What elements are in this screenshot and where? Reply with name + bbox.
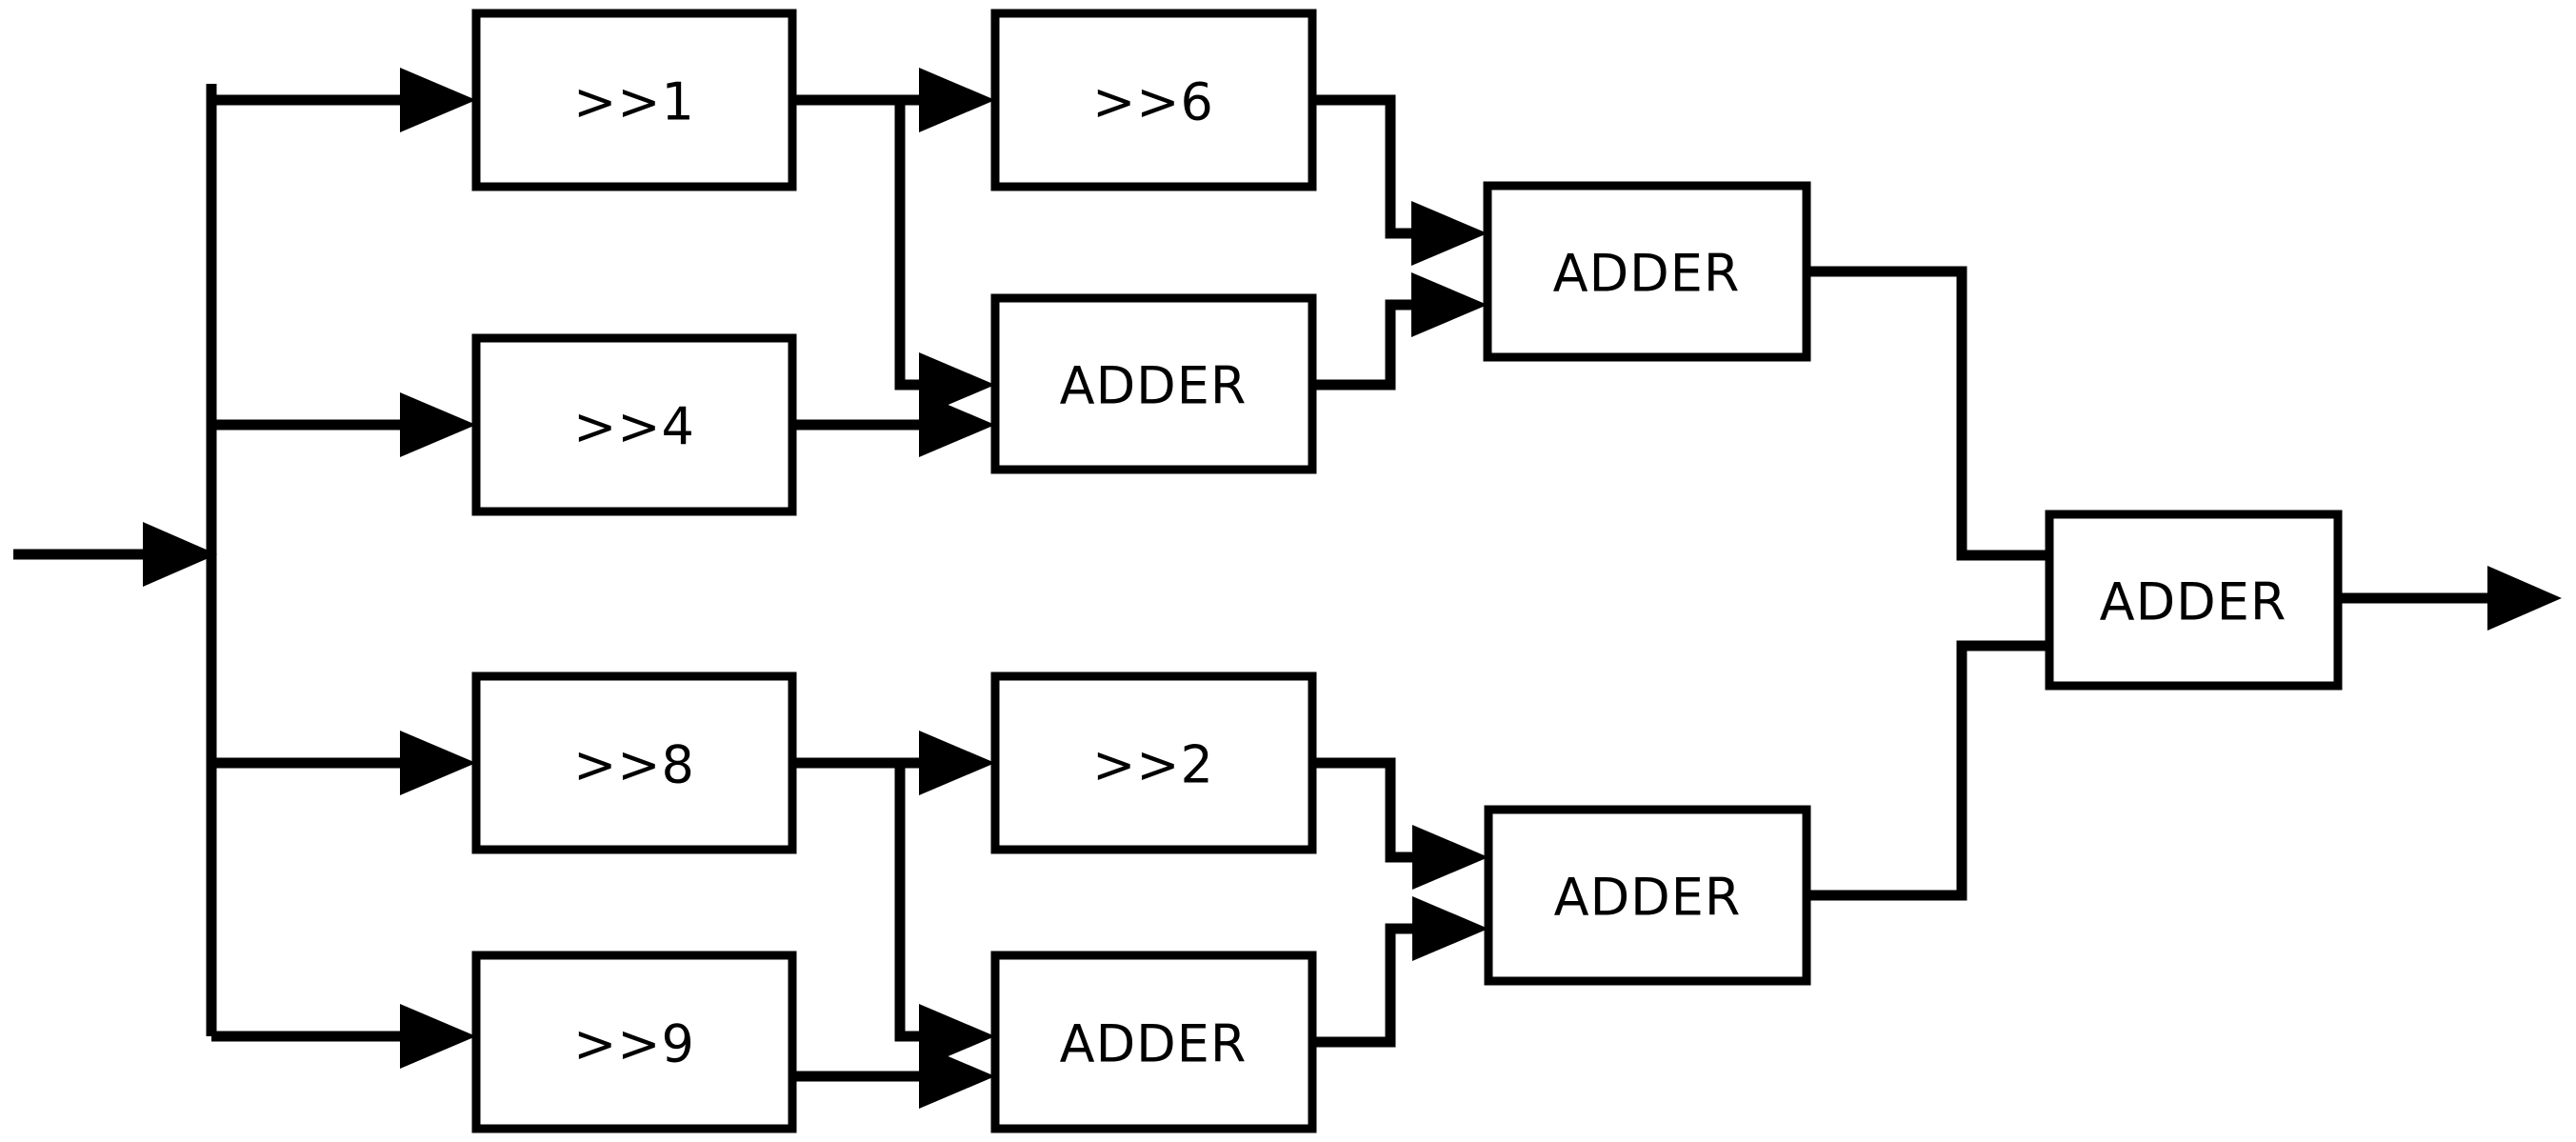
arrowhead-trunk-to-shift4: [400, 392, 476, 457]
arrowhead-input-to-trunk: [143, 522, 217, 587]
block-adder-lower-mid-label: ADDER: [1060, 1014, 1248, 1074]
block-shift6-rect[interactable]: [990, 9, 1317, 191]
arrowhead-shift2-to-adderD: [1412, 825, 1488, 890]
block-adder-upper-right-rect[interactable]: [1483, 181, 1811, 362]
block-adder-final-rect[interactable]: [2045, 510, 2343, 691]
wire-adderD-to-adderF: [1807, 640, 2049, 901]
block-adder-lower-right-rect[interactable]: [1484, 805, 1811, 986]
block-shift9-rect[interactable]: [471, 951, 797, 1133]
block-shift2-rect[interactable]: [990, 671, 1317, 854]
block-shift8[interactable]: >>8: [471, 671, 797, 854]
wire-adderB-to-adderF: [1807, 266, 2049, 561]
block-shift2-label: >>2: [1092, 735, 1214, 795]
block-shift4-rect[interactable]: [471, 333, 797, 516]
block-adder-upper-mid-label: ADDER: [1060, 356, 1248, 416]
arrowhead-shift6-to-adderB: [1411, 201, 1488, 266]
block-adder-upper-right-label: ADDER: [1553, 244, 1741, 304]
block-shift9-label: >>9: [573, 1014, 695, 1074]
block-adder-final-label: ADDER: [2100, 572, 2287, 632]
block-shift1[interactable]: >>1: [471, 9, 797, 191]
arrowhead-shift9-to-adderC: [919, 1044, 995, 1109]
wire-layer: [13, 68, 2562, 1109]
wire-shift1-to-adderA: [894, 100, 974, 391]
wire-shift8-to-adderC: [894, 763, 974, 1042]
block-shift8-rect[interactable]: [471, 671, 797, 854]
block-shift1-label: >>1: [573, 72, 695, 132]
block-shift2[interactable]: >>2: [990, 671, 1317, 854]
block-adder-lower-right-label: ADDER: [1554, 868, 1742, 928]
block-adder-upper-mid-rect[interactable]: [990, 293, 1317, 474]
block-adder-upper-mid[interactable]: ADDER: [990, 293, 1317, 474]
block-adder-lower-mid[interactable]: ADDER: [990, 951, 1317, 1133]
block-shift6-label: >>6: [1092, 72, 1214, 132]
arrowhead-trunk-to-shift9: [400, 1004, 476, 1069]
block-shift4[interactable]: >>4: [471, 333, 797, 516]
arrowhead-shift8-to-shift2: [919, 731, 995, 795]
arrowhead-trunk-to-shift8: [400, 731, 476, 795]
block-shift6[interactable]: >>6: [990, 9, 1317, 191]
block-adder-lower-mid-rect[interactable]: [990, 951, 1317, 1133]
block-layer: >>1 >>4 >>8 >>9 >>6 ADDER >>2 AD: [471, 9, 2343, 1133]
block-shift1-rect[interactable]: [471, 9, 797, 191]
arrowhead-shift4-to-adderA: [919, 392, 995, 457]
block-adder-lower-right[interactable]: ADDER: [1484, 805, 1811, 986]
block-adder-upper-right[interactable]: ADDER: [1483, 181, 1811, 362]
arrowhead-output: [2487, 566, 2562, 631]
arrowhead-trunk-to-shift1: [400, 68, 476, 132]
arrowhead-adderA-to-adderB: [1411, 272, 1488, 337]
block-shift9[interactable]: >>9: [471, 951, 797, 1133]
arrowhead-adderC-to-adderD: [1412, 896, 1488, 961]
wire-shift6-to-adderB: [1312, 94, 1467, 239]
arrowhead-shift1-to-shift6: [919, 68, 995, 132]
block-adder-final[interactable]: ADDER: [2045, 510, 2343, 691]
block-shift8-label: >>8: [573, 735, 695, 795]
block-shift4-label: >>4: [573, 397, 695, 457]
